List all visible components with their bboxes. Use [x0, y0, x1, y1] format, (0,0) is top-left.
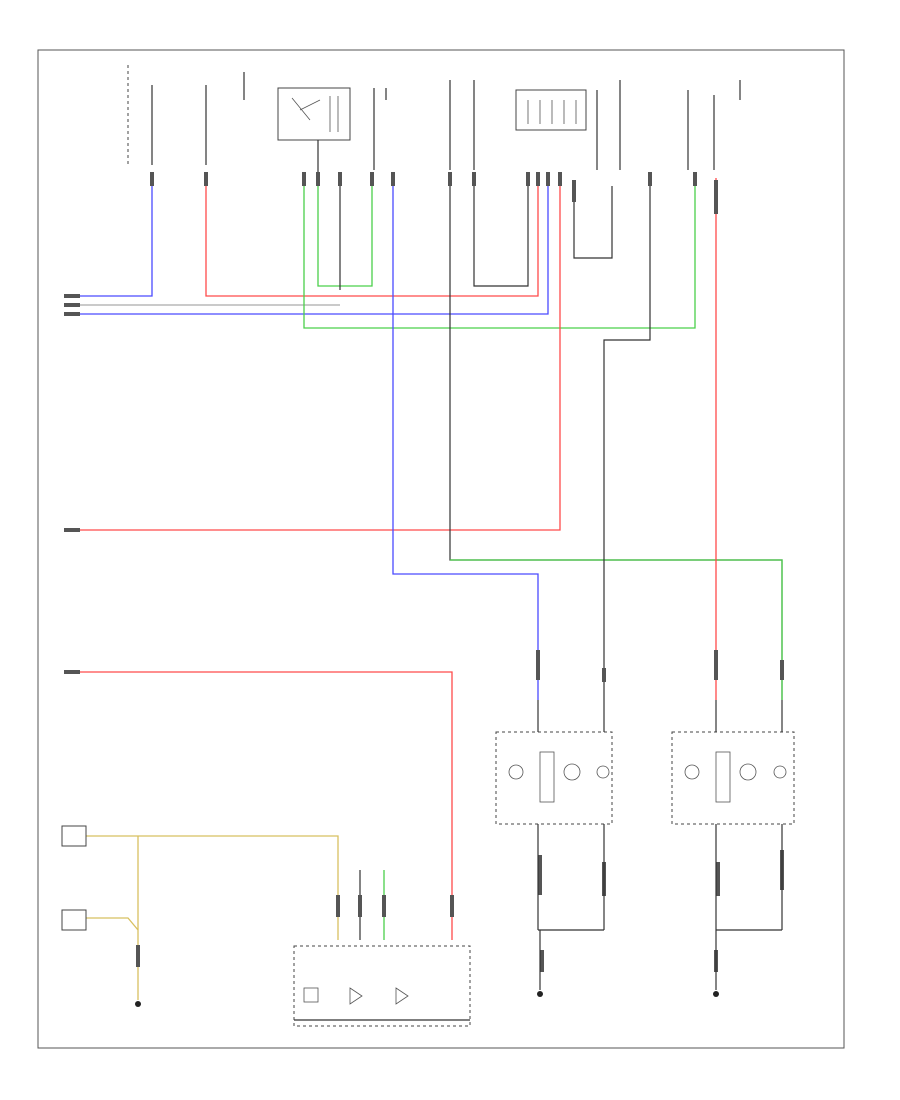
relay-box [277, 87, 351, 141]
wire-yellow-top [86, 835, 339, 940]
wire-red-middle [66, 178, 561, 531]
headlamp-assembly-left [671, 700, 795, 990]
wire-blue-down [392, 178, 539, 700]
wire-red-top [205, 175, 539, 297]
ground-right [713, 991, 719, 997]
wire-gray-right [603, 178, 651, 700]
wire-green-right [450, 559, 783, 700]
connector-marks [64, 172, 784, 972]
wire-blue-left [66, 175, 153, 297]
control-module-box [515, 89, 587, 131]
level-switch-box [293, 945, 471, 1027]
wire-black-down [449, 178, 783, 700]
wire-blue-right [66, 178, 549, 315]
wire-red-lower [66, 671, 453, 940]
page-frame [37, 49, 845, 1049]
ground-left [135, 1001, 141, 1007]
wire-green-loop [317, 178, 373, 287]
top-components [127, 65, 741, 172]
wires [66, 175, 783, 1000]
ground-symbols [135, 991, 719, 1007]
headlamp-assembly-right [495, 700, 613, 990]
left-connectors [61, 825, 87, 931]
ground-center [537, 991, 543, 997]
wire-green-top [303, 178, 696, 329]
wire-black-loop [473, 178, 529, 287]
wire-yellow-lower [86, 917, 139, 1000]
